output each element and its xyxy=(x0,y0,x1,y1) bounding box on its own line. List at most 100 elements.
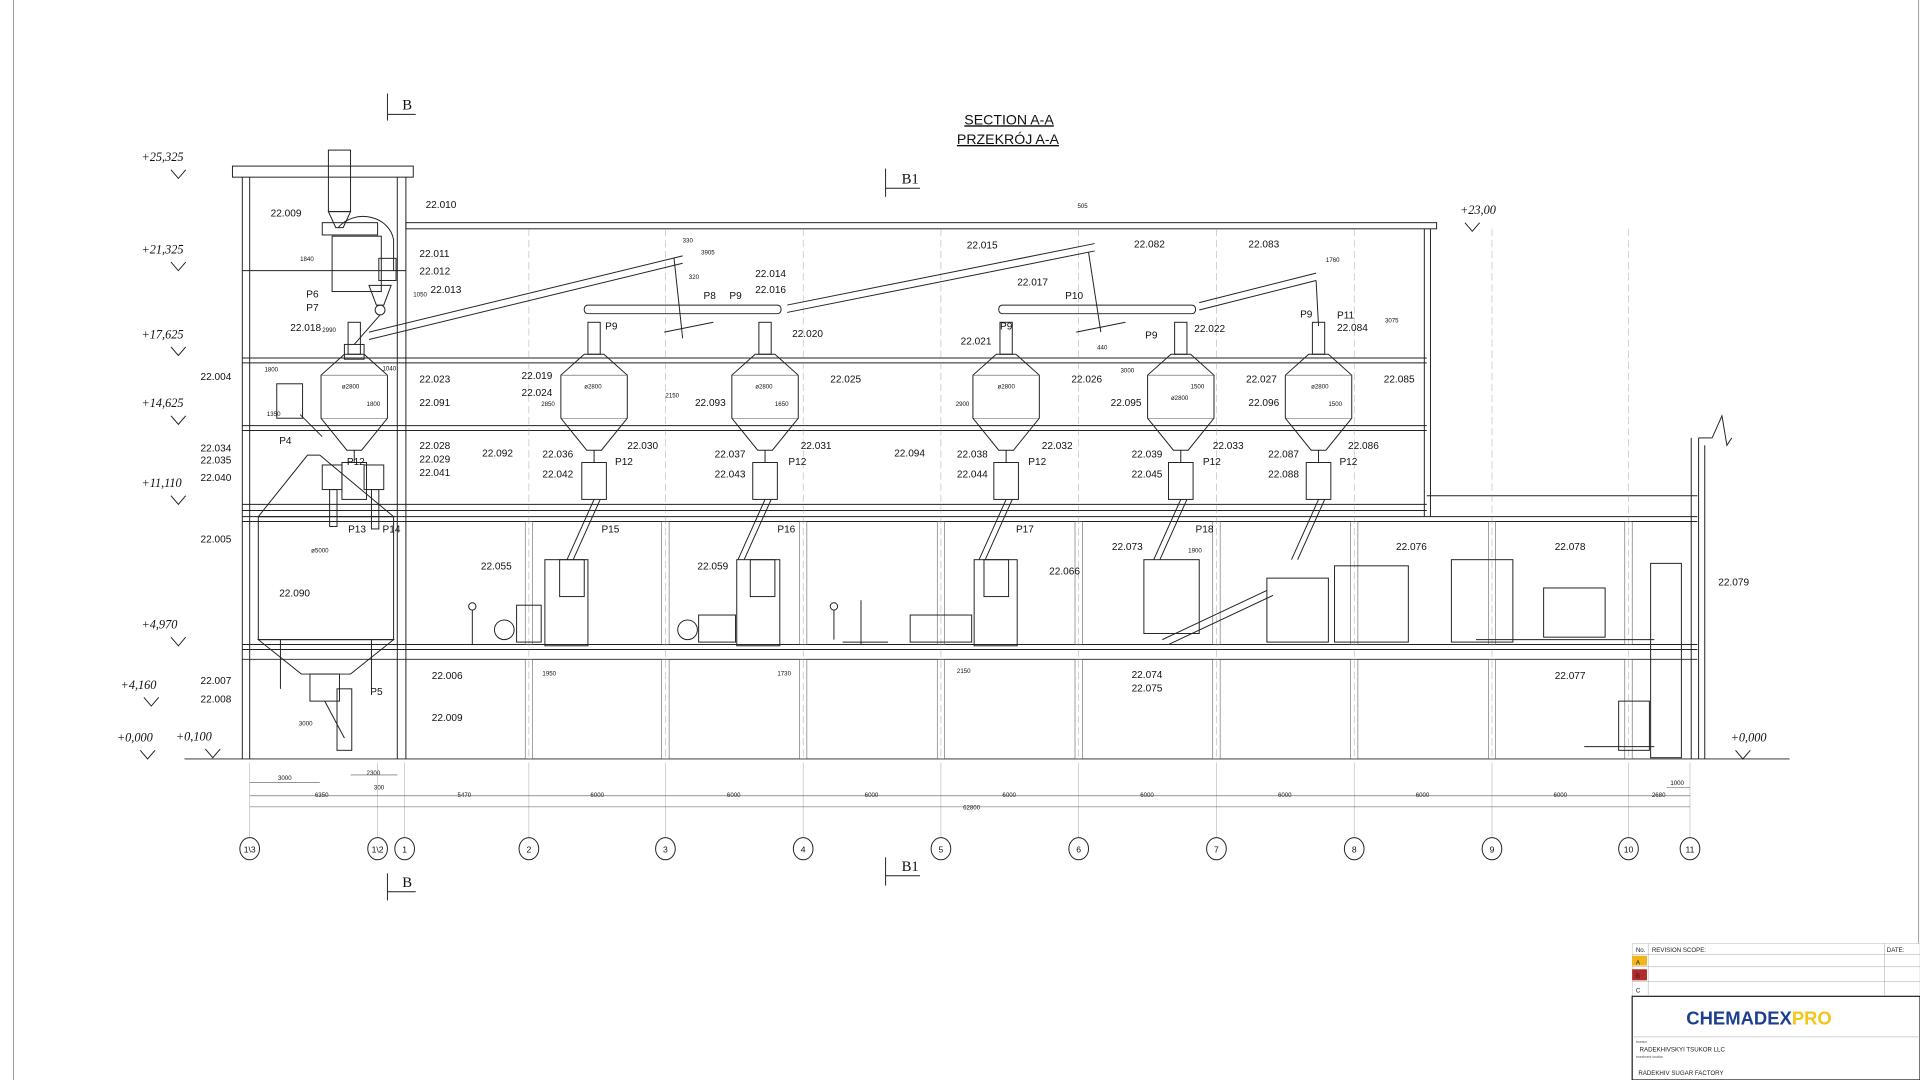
equipment-label: P12 xyxy=(347,457,365,468)
investment-location: RADEKHIV SUGAR FACTORY xyxy=(1638,1070,1723,1077)
dimension-value: 1500 xyxy=(1328,401,1342,408)
dimension-value: 320 xyxy=(689,274,700,281)
dimension-value: ø2800 xyxy=(1311,384,1329,391)
column-grid xyxy=(524,228,1633,760)
equipment-label: 22.023 xyxy=(419,375,450,386)
equipment-label: 22.085 xyxy=(1384,375,1415,386)
equipment-label: 22.022 xyxy=(1194,324,1225,335)
dimension-value: 1350 xyxy=(267,411,281,418)
equipment-label: 22.012 xyxy=(419,266,450,277)
building-structure xyxy=(184,165,1790,760)
axis-label: 8 xyxy=(1352,844,1357,854)
elevation-label: +0,000 xyxy=(1731,731,1767,745)
dimension-value: 2150 xyxy=(957,668,971,675)
silo xyxy=(560,321,628,560)
equipment-label: 22.041 xyxy=(419,468,450,479)
section-title-polish: PRZEKRÓJ A-A xyxy=(957,131,1060,147)
equipment-label: P13 xyxy=(348,525,366,536)
equipment-label: 22.074 xyxy=(1132,670,1163,681)
axis-circle xyxy=(1068,837,1090,861)
dimension-value: ø5000 xyxy=(311,547,329,554)
equipment-label: 22.042 xyxy=(542,469,573,480)
axis-label: 11 xyxy=(1686,844,1695,854)
axis-circle xyxy=(930,837,952,861)
equipment-label: 22.077 xyxy=(1555,671,1586,682)
elevation-label: +14,625 xyxy=(141,396,183,410)
equipment-label: 22.010 xyxy=(426,200,457,211)
equipment-label: 22.008 xyxy=(200,694,231,705)
equipment-label: P9 xyxy=(1000,322,1013,333)
elevation-marks: +25,325+21,325+17,625+14,625+11,110+4,97… xyxy=(117,150,1767,760)
elevation-marker-icon xyxy=(170,346,187,357)
dimension-value: 505 xyxy=(1077,203,1088,210)
silos xyxy=(320,321,1353,560)
dimension-lines xyxy=(249,774,1690,808)
equipment-label: 22.083 xyxy=(1248,239,1279,250)
axis-circle xyxy=(1206,837,1227,861)
revision-b: B xyxy=(1636,973,1640,980)
equipment-label: 22.030 xyxy=(627,441,658,452)
equipment-label: 22.073 xyxy=(1112,542,1143,553)
dimension-value: 2150 xyxy=(665,392,679,399)
elevation-marker-icon xyxy=(170,636,187,647)
dimension-value: 1500 xyxy=(1191,384,1205,391)
equipment-label: P12 xyxy=(1339,457,1357,468)
equipment-label: 22.088 xyxy=(1268,469,1299,480)
dimension-value: 1800 xyxy=(367,401,381,408)
axis-label: 1\3 xyxy=(244,844,256,854)
company-logo: CHEMADEXPRO xyxy=(1686,1008,1831,1029)
equipment xyxy=(256,149,1682,759)
dimension-value: ø2800 xyxy=(755,384,773,391)
section-title: SECTION A-A xyxy=(964,111,1054,127)
equipment-label: 22.037 xyxy=(715,450,746,461)
equipment-label: 22.091 xyxy=(419,398,450,409)
equipment-label: 22.084 xyxy=(1337,323,1368,334)
dimension-value: 440 xyxy=(1097,344,1108,351)
equipment-label: 22.096 xyxy=(1248,398,1279,409)
revision-c: C xyxy=(1636,988,1641,995)
equipment-label: P10 xyxy=(1065,291,1083,302)
equipment-label: 22.004 xyxy=(200,372,231,383)
equipment-label: 22.040 xyxy=(200,473,231,484)
equipment-label: 22.009 xyxy=(432,713,463,724)
axis-label: 6 xyxy=(1076,844,1081,854)
dimension-value: 2300 xyxy=(367,770,381,777)
elevation-marker-icon xyxy=(1735,750,1751,760)
elevation-label: +4,160 xyxy=(121,678,157,692)
equipment-label: P18 xyxy=(1196,525,1214,536)
equipment-label: 22.059 xyxy=(697,562,728,573)
elevation-label: +4,970 xyxy=(141,618,177,632)
equipment-label: P11 xyxy=(1337,311,1355,322)
elevation-marker-icon xyxy=(170,169,187,180)
equipment-label: 22.095 xyxy=(1111,398,1142,409)
axis-circle xyxy=(394,837,415,861)
equipment-label: P17 xyxy=(1016,525,1034,536)
dimension-value: 1650 xyxy=(775,401,789,408)
equipment-label: 22.027 xyxy=(1246,375,1277,386)
equipment-label: 22.055 xyxy=(481,562,512,573)
equipment-label: 22.026 xyxy=(1071,375,1102,386)
section-mark-b1-top: B1 xyxy=(902,171,919,187)
elevation-label: +25,325 xyxy=(141,150,183,164)
equipment-label: 22.075 xyxy=(1132,683,1163,694)
equipment-label: 22.009 xyxy=(271,209,302,220)
equipment-label: P7 xyxy=(306,303,319,314)
equipment-label: 22.079 xyxy=(1718,578,1749,589)
equipment-label: 22.033 xyxy=(1213,441,1244,452)
silo xyxy=(972,321,1040,560)
equipment-label: 22.017 xyxy=(1017,277,1048,288)
equipment-label: 22.094 xyxy=(894,448,925,459)
dimension-value: 1730 xyxy=(777,670,791,677)
equipment-label: 22.007 xyxy=(200,676,231,687)
equipment-label: 22.016 xyxy=(755,285,786,296)
dimension-value: ø2800 xyxy=(584,384,602,391)
dimension-value: 330 xyxy=(683,237,694,244)
dimension-value: 62800 xyxy=(963,804,981,811)
equipment-label: 22.092 xyxy=(482,448,513,459)
equipment-label: 22.078 xyxy=(1555,542,1586,553)
equipment-label: P12 xyxy=(615,457,633,468)
revision-date-header: DATE: xyxy=(1887,947,1905,954)
equipment-label: 22.019 xyxy=(522,371,553,382)
